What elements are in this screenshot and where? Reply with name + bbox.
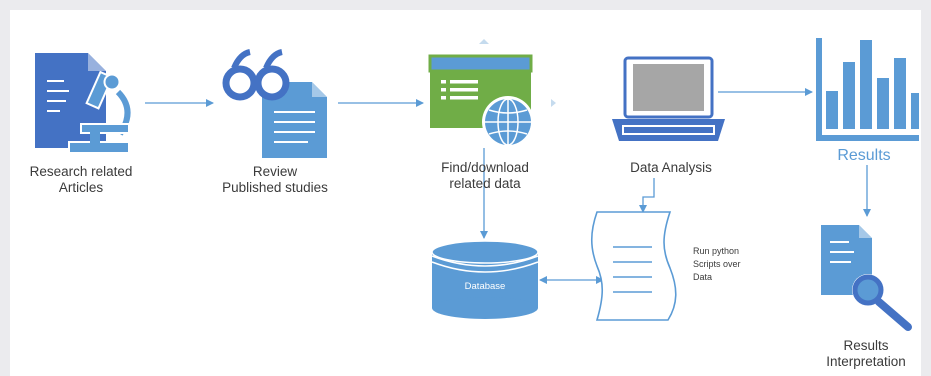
label-results-interpretation: Results Interpretation	[810, 338, 922, 371]
window-globe-icon	[428, 54, 534, 148]
interpretation-line-2: Interpretation	[826, 354, 906, 370]
label-find-download: Find/download related data	[420, 160, 550, 193]
review-line-1: Review	[252, 164, 298, 179]
review-line-2: Published studies	[222, 180, 328, 196]
script-line-3: Data	[693, 272, 713, 283]
bar-chart-icon	[816, 38, 919, 141]
arrow-analysis-to-script	[639, 178, 655, 213]
find-line-1: Find/download	[441, 160, 529, 175]
small-up-triangle	[479, 39, 489, 44]
label-review-studies: Review Published studies	[210, 164, 340, 197]
research-line-2: Articles	[58, 180, 104, 196]
script-line-2: Scripts over	[693, 259, 741, 270]
research-line-1: Research related	[29, 164, 133, 179]
database-icon	[431, 240, 539, 319]
interpretation-line-1: Results	[843, 338, 889, 353]
document-magnifier-icon	[821, 225, 912, 331]
label-results: Results	[837, 147, 891, 164]
find-line-2: related data	[449, 176, 521, 192]
glasses-document-icon	[222, 49, 327, 158]
script-line-1: Run python	[693, 246, 740, 256]
small-right-triangle	[551, 99, 556, 107]
script-scroll-icon	[590, 211, 677, 321]
document-microscope-icon	[35, 53, 132, 154]
laptop-icon	[612, 56, 725, 141]
label-research-articles: Research related Articles	[18, 164, 144, 197]
connectors	[145, 39, 871, 284]
label-data-analysis: Data Analysis	[630, 160, 712, 175]
database-label: Database	[464, 281, 506, 292]
label-run-python-scripts: Run python Scripts over Data	[693, 245, 773, 284]
